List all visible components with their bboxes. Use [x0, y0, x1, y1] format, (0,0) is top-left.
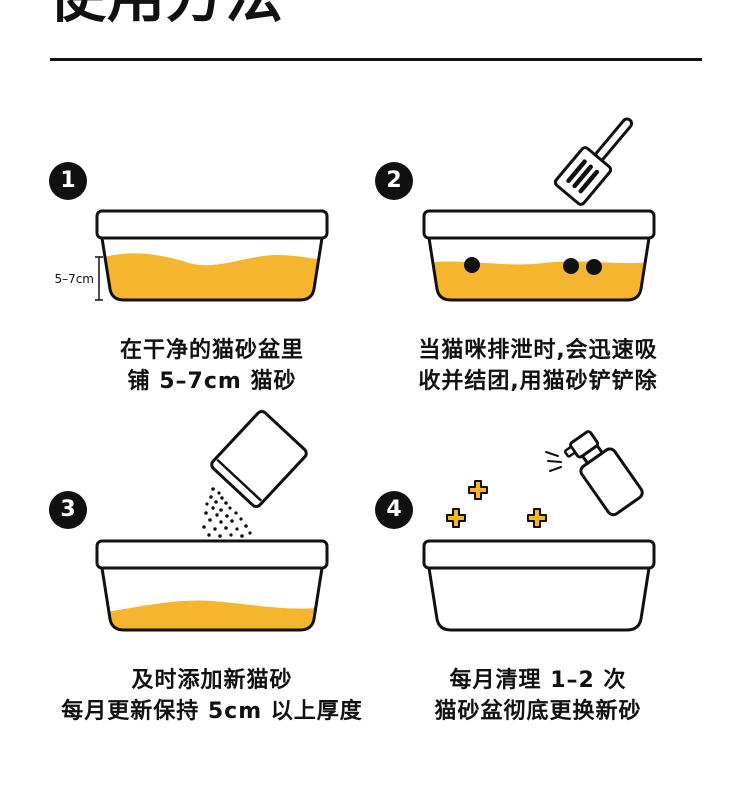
waste-clump: [464, 257, 480, 273]
step-number-badge: 4: [375, 491, 413, 529]
box-body: [427, 566, 651, 632]
litter-fill: [102, 600, 322, 630]
spray-bottle-icon: [563, 430, 644, 517]
box-rim: [95, 539, 329, 570]
scoop-handle: [594, 117, 634, 162]
litter-box-icon: [422, 539, 656, 632]
scoop-slot: [578, 169, 600, 194]
depth-label: 5–7cm: [54, 272, 94, 286]
litter-box-icon: [422, 209, 656, 302]
litter-granules-icon: [202, 487, 252, 538]
waste-clump: [586, 259, 602, 275]
litter-box-icon: [95, 209, 329, 302]
depth-marker: [95, 256, 103, 301]
step-number-badge: 3: [49, 491, 87, 529]
caption-line: 铺 5–7cm 猫砂: [127, 369, 297, 394]
step-caption: 在干净的猫砂盆里 铺 5–7cm 猫砂: [32, 335, 392, 397]
caption-line: 当猫咪排泄时,会迅速吸: [418, 338, 658, 363]
scoop-slot: [566, 159, 587, 184]
caption-line: 及时添加新猫砂: [131, 668, 293, 693]
caption-line: 每月更新保持 5cm 以上厚度: [61, 699, 363, 724]
litter-scoop-icon: [553, 117, 634, 206]
spray-mist-icon: [545, 451, 562, 472]
box-outline: [100, 567, 324, 632]
waste-clump: [563, 258, 579, 274]
step-2-illustration: [422, 117, 656, 302]
step-caption: 每月清理 1–2 次 猫砂盆彻底更换新砂: [358, 665, 718, 727]
waste-clump-icon: [464, 257, 602, 275]
step-caption: 当猫咪排泄时,会迅速吸 收并结团,用猫砂铲铲除: [358, 335, 718, 397]
caption-line: 猫砂盆彻底更换新砂: [434, 699, 642, 724]
step-1-illustration: [95, 209, 329, 302]
caption-line: 在干净的猫砂盆里: [119, 338, 304, 363]
litter-bag-icon: [210, 409, 308, 509]
box-rim: [422, 539, 656, 570]
step-caption: 及时添加新猫砂 每月更新保持 5cm 以上厚度: [32, 665, 392, 727]
bag-opening-fold: [216, 458, 263, 502]
page-title: 使用方法: [48, 0, 284, 25]
step-4-illustration: [422, 430, 656, 632]
caption-line: 每月清理 1–2 次: [449, 668, 627, 693]
bottle-nozzle: [563, 446, 576, 458]
sparkle: [446, 508, 466, 528]
bag-body: [210, 409, 308, 509]
sparkle: [527, 508, 547, 528]
step-number-badge: 2: [375, 162, 413, 200]
step-number-badge: 1: [49, 162, 87, 200]
box-outline: [427, 237, 651, 302]
box-outline: [100, 237, 324, 302]
scoop-slot: [572, 164, 593, 189]
sparkle: [468, 480, 488, 500]
box-rim: [422, 209, 656, 240]
caption-line: 收并结团,用猫砂铲铲除: [418, 369, 658, 394]
step-3-illustration: [95, 409, 329, 632]
litter-fill: [102, 253, 322, 300]
box-rim: [95, 209, 329, 240]
litter-box-icon: [95, 539, 329, 632]
sparkle-icon: [446, 480, 547, 528]
title-divider: [50, 58, 702, 61]
